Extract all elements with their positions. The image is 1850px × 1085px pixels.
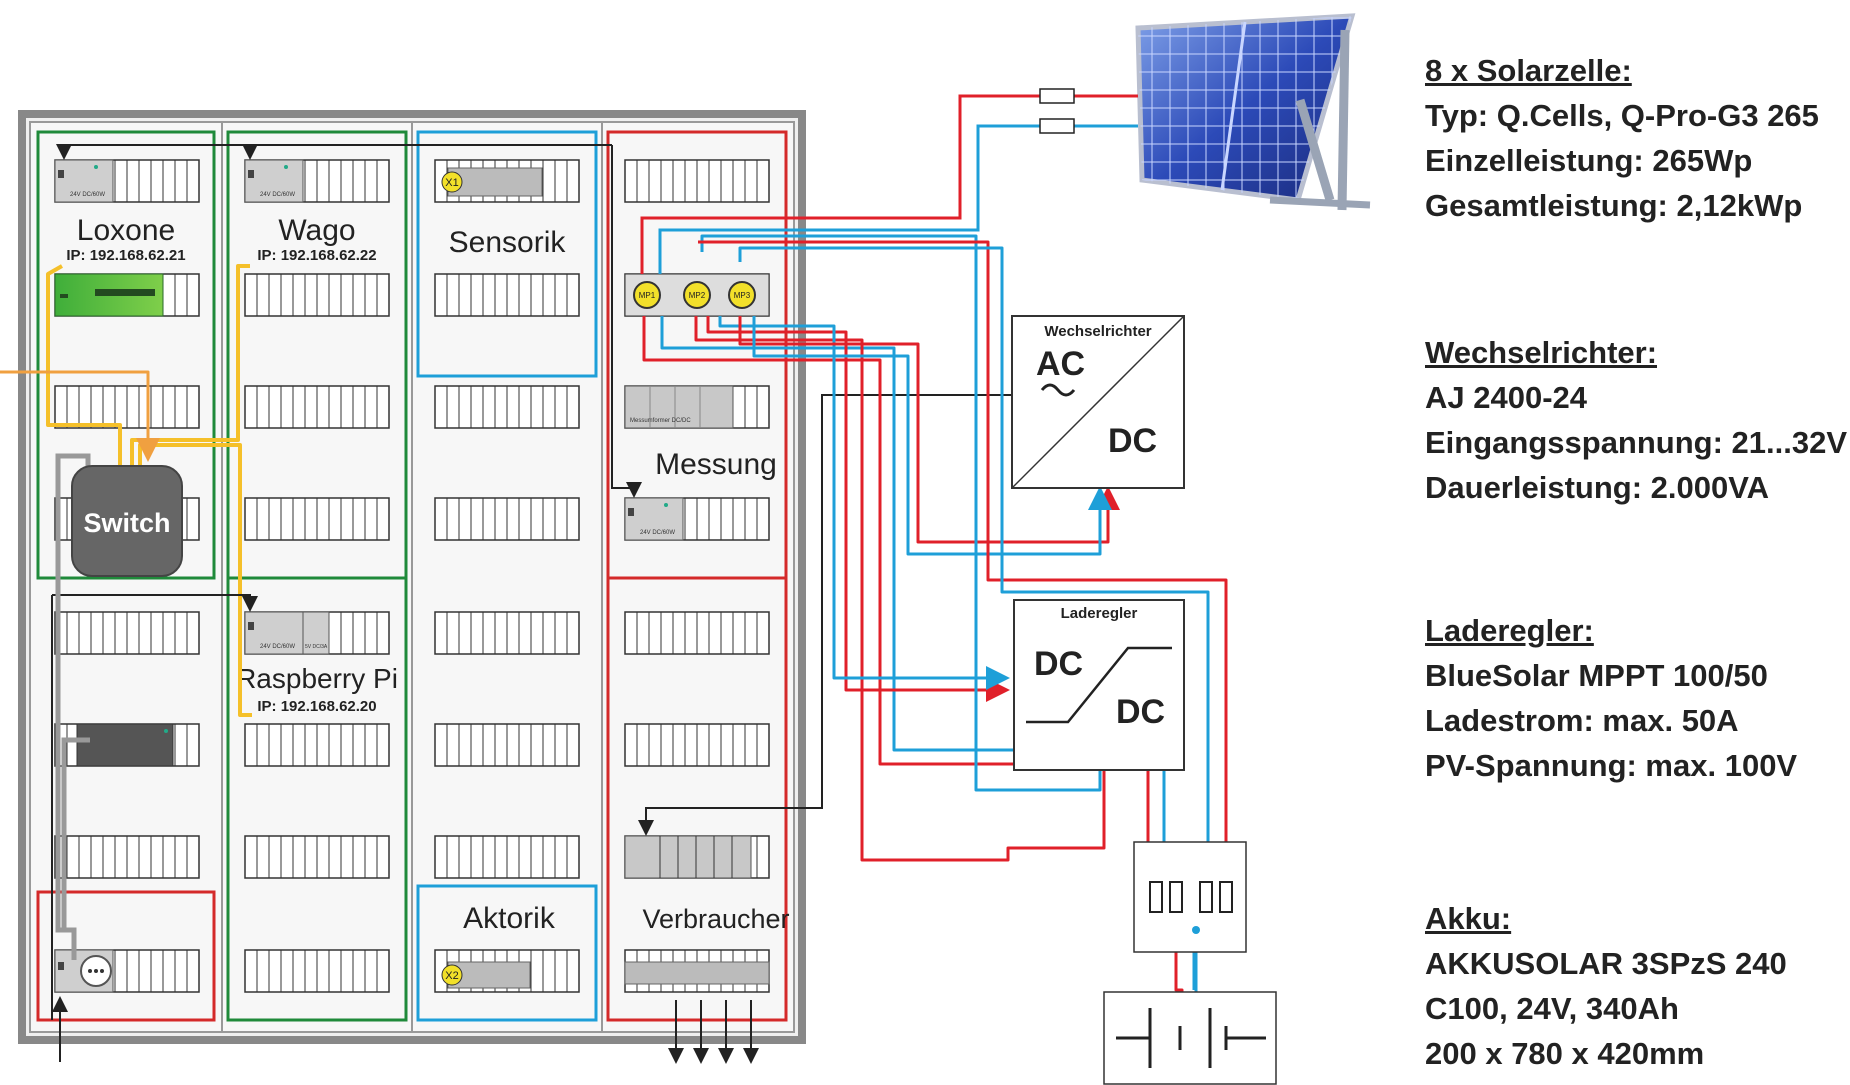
svg-text:Messumformer DC/DC: Messumformer DC/DC bbox=[630, 418, 691, 424]
psu-wago: 24V DC/60W bbox=[244, 159, 304, 203]
mp1-label: MP1 bbox=[639, 291, 656, 300]
spec-battery-line: C100, 24V, 340Ah bbox=[1425, 991, 1679, 1026]
spec-battery-line: AKKUSOLAR 3SPzS 240 bbox=[1425, 946, 1787, 981]
network-cables bbox=[0, 264, 252, 717]
ups-device bbox=[76, 723, 174, 767]
spec-inverter-line: Eingangsspannung: 21...32V bbox=[1425, 425, 1848, 460]
spec-inverter-heading: Wechselrichter: bbox=[1425, 335, 1658, 370]
messung-title: Messung bbox=[655, 448, 777, 481]
spec-inverter: Wechselrichter: AJ 2400-24 Eingangsspann… bbox=[1425, 330, 1850, 510]
spec-battery-heading: Akku: bbox=[1425, 901, 1512, 936]
spec-solar: 8 x Solarzelle: Typ: Q.Cells, Q-Pro-G3 2… bbox=[1425, 48, 1850, 228]
fuse-negative bbox=[1039, 118, 1075, 134]
mains-cable bbox=[55, 453, 91, 960]
loxone-title: Loxone bbox=[77, 214, 175, 247]
svg-text:DC: DC bbox=[1034, 645, 1083, 683]
loxone-miniserver bbox=[54, 273, 164, 317]
terminal-block-x1: X1 bbox=[441, 167, 543, 197]
signal-cables bbox=[51, 144, 1012, 1064]
spec-battery-line: 200 x 780 x 420mm bbox=[1425, 1036, 1705, 1071]
wechselrichter-box: Wechselrichter AC DC bbox=[1011, 315, 1185, 489]
svg-text:24V DC/60W: 24V DC/60W bbox=[70, 192, 105, 198]
verbraucher-frame bbox=[606, 576, 788, 1022]
svg-text:DC: DC bbox=[1108, 422, 1157, 460]
svg-text:X2: X2 bbox=[445, 970, 458, 982]
spec-solar-heading: 8 x Solarzelle: bbox=[1425, 53, 1632, 88]
wago-title: Wago bbox=[278, 214, 355, 247]
psu-raspberry: 24V DC/60W 5V DC/3A bbox=[244, 611, 330, 655]
mp3-label: MP3 bbox=[734, 291, 751, 300]
raspberry-ip: IP: 192.168.62.20 bbox=[257, 698, 376, 715]
dc-cabling bbox=[642, 234, 1228, 1010]
battery-fuse-box bbox=[1133, 841, 1247, 953]
wago-ip: IP: 192.168.62.22 bbox=[257, 247, 376, 264]
svg-text:24V DC/60W: 24V DC/60W bbox=[260, 644, 295, 650]
terminal-strip-verbraucher bbox=[624, 961, 770, 985]
svg-text:24V DC/60W: 24V DC/60W bbox=[640, 530, 675, 536]
spec-charger-heading: Laderegler: bbox=[1425, 613, 1594, 648]
spec-charger-line: PV-Spannung: max. 100V bbox=[1425, 748, 1798, 783]
mp2-label: MP2 bbox=[689, 291, 706, 300]
psu-loxone: 24V DC/60W bbox=[54, 159, 114, 203]
aktorik-frame bbox=[416, 884, 598, 1022]
power-socket bbox=[54, 949, 114, 993]
spec-charger-line: Ladestrom: max. 50A bbox=[1425, 703, 1739, 738]
svg-text:X1: X1 bbox=[445, 177, 458, 189]
terminal-block-x2: X2 bbox=[441, 961, 531, 989]
battery-symbol bbox=[1103, 991, 1277, 1085]
spec-solar-line: Typ: Q.Cells, Q-Pro-G3 265 bbox=[1425, 98, 1819, 133]
svg-text:5V DC/3A: 5V DC/3A bbox=[305, 644, 328, 650]
relay-block-verbraucher bbox=[624, 835, 752, 879]
spec-charger-line: BlueSolar MPPT 100/50 bbox=[1425, 658, 1768, 693]
spec-solar-line: Gesamtleistung: 2,12kWp bbox=[1425, 188, 1803, 223]
messumformer: Messumformer DC/DC bbox=[624, 385, 734, 429]
spec-battery: Akku: AKKUSOLAR 3SPzS 240 C100, 24V, 340… bbox=[1425, 896, 1850, 1076]
loxone-frame bbox=[36, 130, 216, 580]
svg-text:AC: AC bbox=[1036, 345, 1085, 383]
laderegler-box: Laderegler DC DC bbox=[1013, 599, 1185, 771]
spec-charger: Laderegler: BlueSolar MPPT 100/50 Ladest… bbox=[1425, 608, 1850, 788]
verbraucher-title: Verbraucher bbox=[642, 904, 789, 934]
sensorik-title: Sensorik bbox=[449, 226, 567, 259]
sensorik-frame bbox=[416, 130, 598, 378]
spec-solar-line: Einzelleistung: 265Wp bbox=[1425, 143, 1753, 178]
psu-messung: 24V DC/60W bbox=[624, 497, 684, 541]
svg-text:Laderegler: Laderegler bbox=[1061, 605, 1138, 622]
svg-text:Wechselrichter: Wechselrichter bbox=[1044, 323, 1151, 340]
pv-feed bbox=[640, 94, 1138, 274]
wago-frame bbox=[226, 130, 408, 1022]
svg-text:DC: DC bbox=[1116, 693, 1165, 731]
svg-text:24V DC/60W: 24V DC/60W bbox=[260, 192, 295, 198]
loxone-ip: IP: 192.168.62.21 bbox=[66, 247, 185, 264]
svg-text:Switch: Switch bbox=[83, 508, 170, 538]
aktorik-title: Aktorik bbox=[463, 902, 556, 935]
network-switch: Switch bbox=[71, 465, 183, 577]
solar-panel-image bbox=[1135, 13, 1371, 211]
measuring-points: MP1 MP2 MP3 bbox=[624, 273, 770, 317]
spec-inverter-line: AJ 2400-24 bbox=[1425, 380, 1588, 415]
fuse-positive bbox=[1039, 88, 1075, 104]
spec-inverter-line: Dauerleistung: 2.000VA bbox=[1425, 470, 1769, 505]
raspberry-title: Raspberry Pi bbox=[236, 663, 398, 694]
socket-frame bbox=[36, 890, 216, 1022]
